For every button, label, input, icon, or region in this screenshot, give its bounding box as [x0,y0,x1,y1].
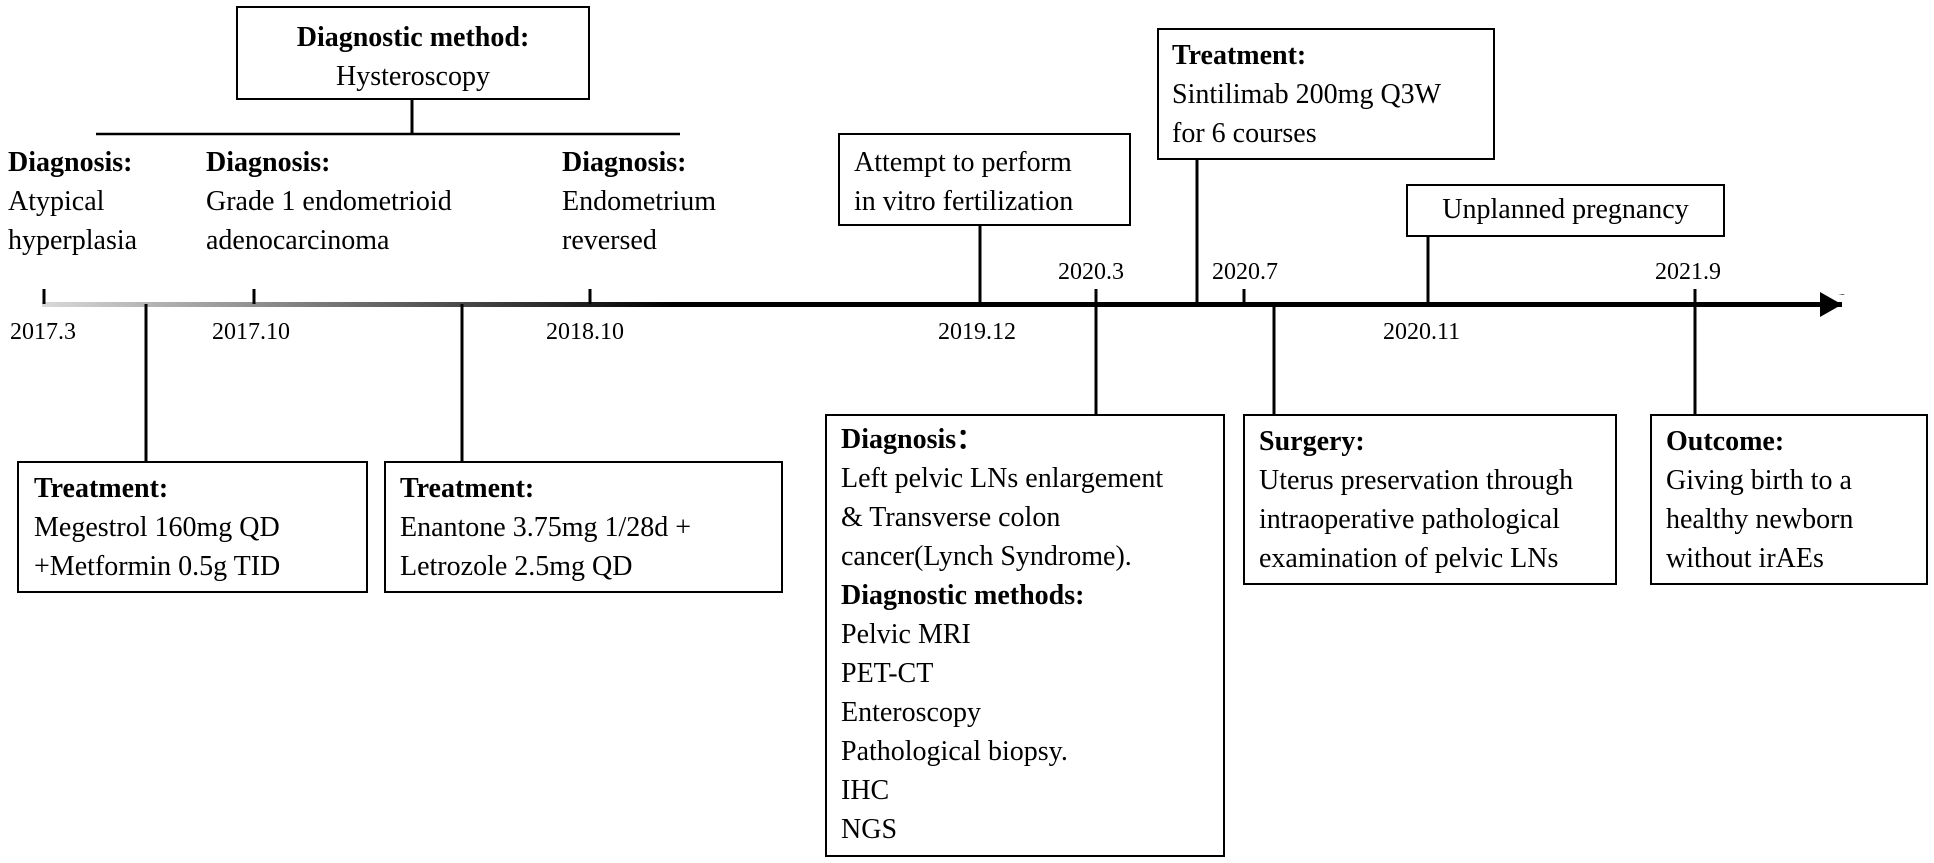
date-label: 2018.10 [546,319,624,345]
diagnostic-method-text: Hysteroscopy [336,61,490,92]
treatment-heading: Treatment: [34,473,169,504]
diagnostic-method-box: Diagnostic method: Hysteroscopy [236,6,590,100]
treatment-heading: Treatment: [400,473,535,504]
outcome-line: without irAEs [1666,543,1824,574]
diagnosis-line: Left pelvic LNs enlargement [841,463,1164,494]
diagnostic-method-item: Pathological biopsy. [841,736,1068,767]
diagnosis-label-2017-10: Diagnosis: Grade 1 endometrioid adenocar… [206,143,452,260]
treatment-box-2: Treatment: Enantone 3.75mg 1/28d + Letro… [384,461,783,593]
diagnosis-line: adenocarcinoma [206,225,390,256]
diagnostic-method-item: NGS [841,814,898,845]
diagnosis-line: Endometrium [562,186,716,217]
timeline-axis [42,302,1842,307]
sintilimab-treatment-box: Treatment: Sintilimab 200mg Q3W for 6 co… [1157,28,1495,160]
surgery-heading: Surgery: [1259,426,1365,457]
diagnostic-method-item: Enteroscopy [841,697,981,728]
diagnosis-label-2017-3: Diagnosis: Atypical hyperplasia [8,143,137,260]
diagnostic-method-item: PET-CT [841,658,934,689]
outcome-heading: Outcome: [1666,426,1785,457]
outcome-line: Giving birth to a [1666,465,1852,496]
diagnosis-line: reversed [562,225,657,256]
treatment-line: Megestrol 160mg QD [34,512,280,543]
diagnosis-line: cancer(Lynch Syndrome). [841,541,1132,572]
diagnosis-label-2018-10: Diagnosis: Endometrium reversed [562,143,716,260]
surgery-line: Uterus preservation through [1259,465,1574,496]
ivf-line: Attempt to perform [854,147,1072,178]
diagnosis-box-2020-3: Diagnosis： Left pelvic LNs enlargement &… [825,414,1225,857]
date-label: 2020.3 [1058,259,1124,285]
diagnosis-heading: Diagnosis: [206,147,331,178]
date-label: 2020.7 [1212,259,1278,285]
date-label: 2017.10 [212,319,290,345]
outcome-line: healthy newborn [1666,504,1854,535]
diagnosis-line: & Transverse colon [841,502,1061,533]
date-label: 2021.9 [1655,259,1721,285]
diagnostic-method-item: IHC [841,775,890,806]
diagnostic-method-item: Pelvic MRI [841,619,971,650]
diagnostic-method-heading: Diagnostic method: [296,22,530,53]
timeline-arrowhead [1838,294,1845,295]
pregnancy-text: Unplanned pregnancy [1442,194,1689,225]
outcome-box: Outcome: Giving birth to a healthy newbo… [1650,414,1928,585]
diagnostic-methods-heading: Diagnostic methods: [841,580,1085,611]
treatment-heading: Treatment: [1172,40,1307,71]
treatment-line: for 6 courses [1172,118,1317,149]
diagnosis-line: hyperplasia [8,225,138,256]
date-label: 2019.12 [938,319,1016,345]
treatment-line: Enantone 3.75mg 1/28d + [400,512,692,543]
ivf-line: in vitro fertilization [854,186,1074,217]
diagnosis-line: Atypical [8,186,105,217]
surgery-line: examination of pelvic LNs [1259,543,1559,574]
treatment-line: +Metformin 0.5g TID [34,551,281,582]
surgery-line: intraoperative pathological [1259,504,1560,535]
ivf-attempt-box: Attempt to perform in vitro fertilizatio… [838,133,1131,226]
diagnosis-heading: Diagnosis： [841,424,985,455]
surgery-box: Surgery: Uterus preservation through int… [1243,414,1617,585]
treatment-line: Letrozole 2.5mg QD [400,551,633,582]
unplanned-pregnancy-box: Unplanned pregnancy [1406,184,1725,237]
treatment-line: Sintilimab 200mg Q3W [1172,79,1442,110]
diagnosis-line: Grade 1 endometrioid [206,186,452,217]
date-label: 2017.3 [10,319,76,345]
date-label: 2020.11 [1383,319,1461,345]
treatment-box-1: Treatment: Megestrol 160mg QD +Metformin… [17,461,368,593]
diagnosis-heading: Diagnosis: [8,147,133,178]
diagnosis-heading: Diagnosis: [562,147,687,178]
